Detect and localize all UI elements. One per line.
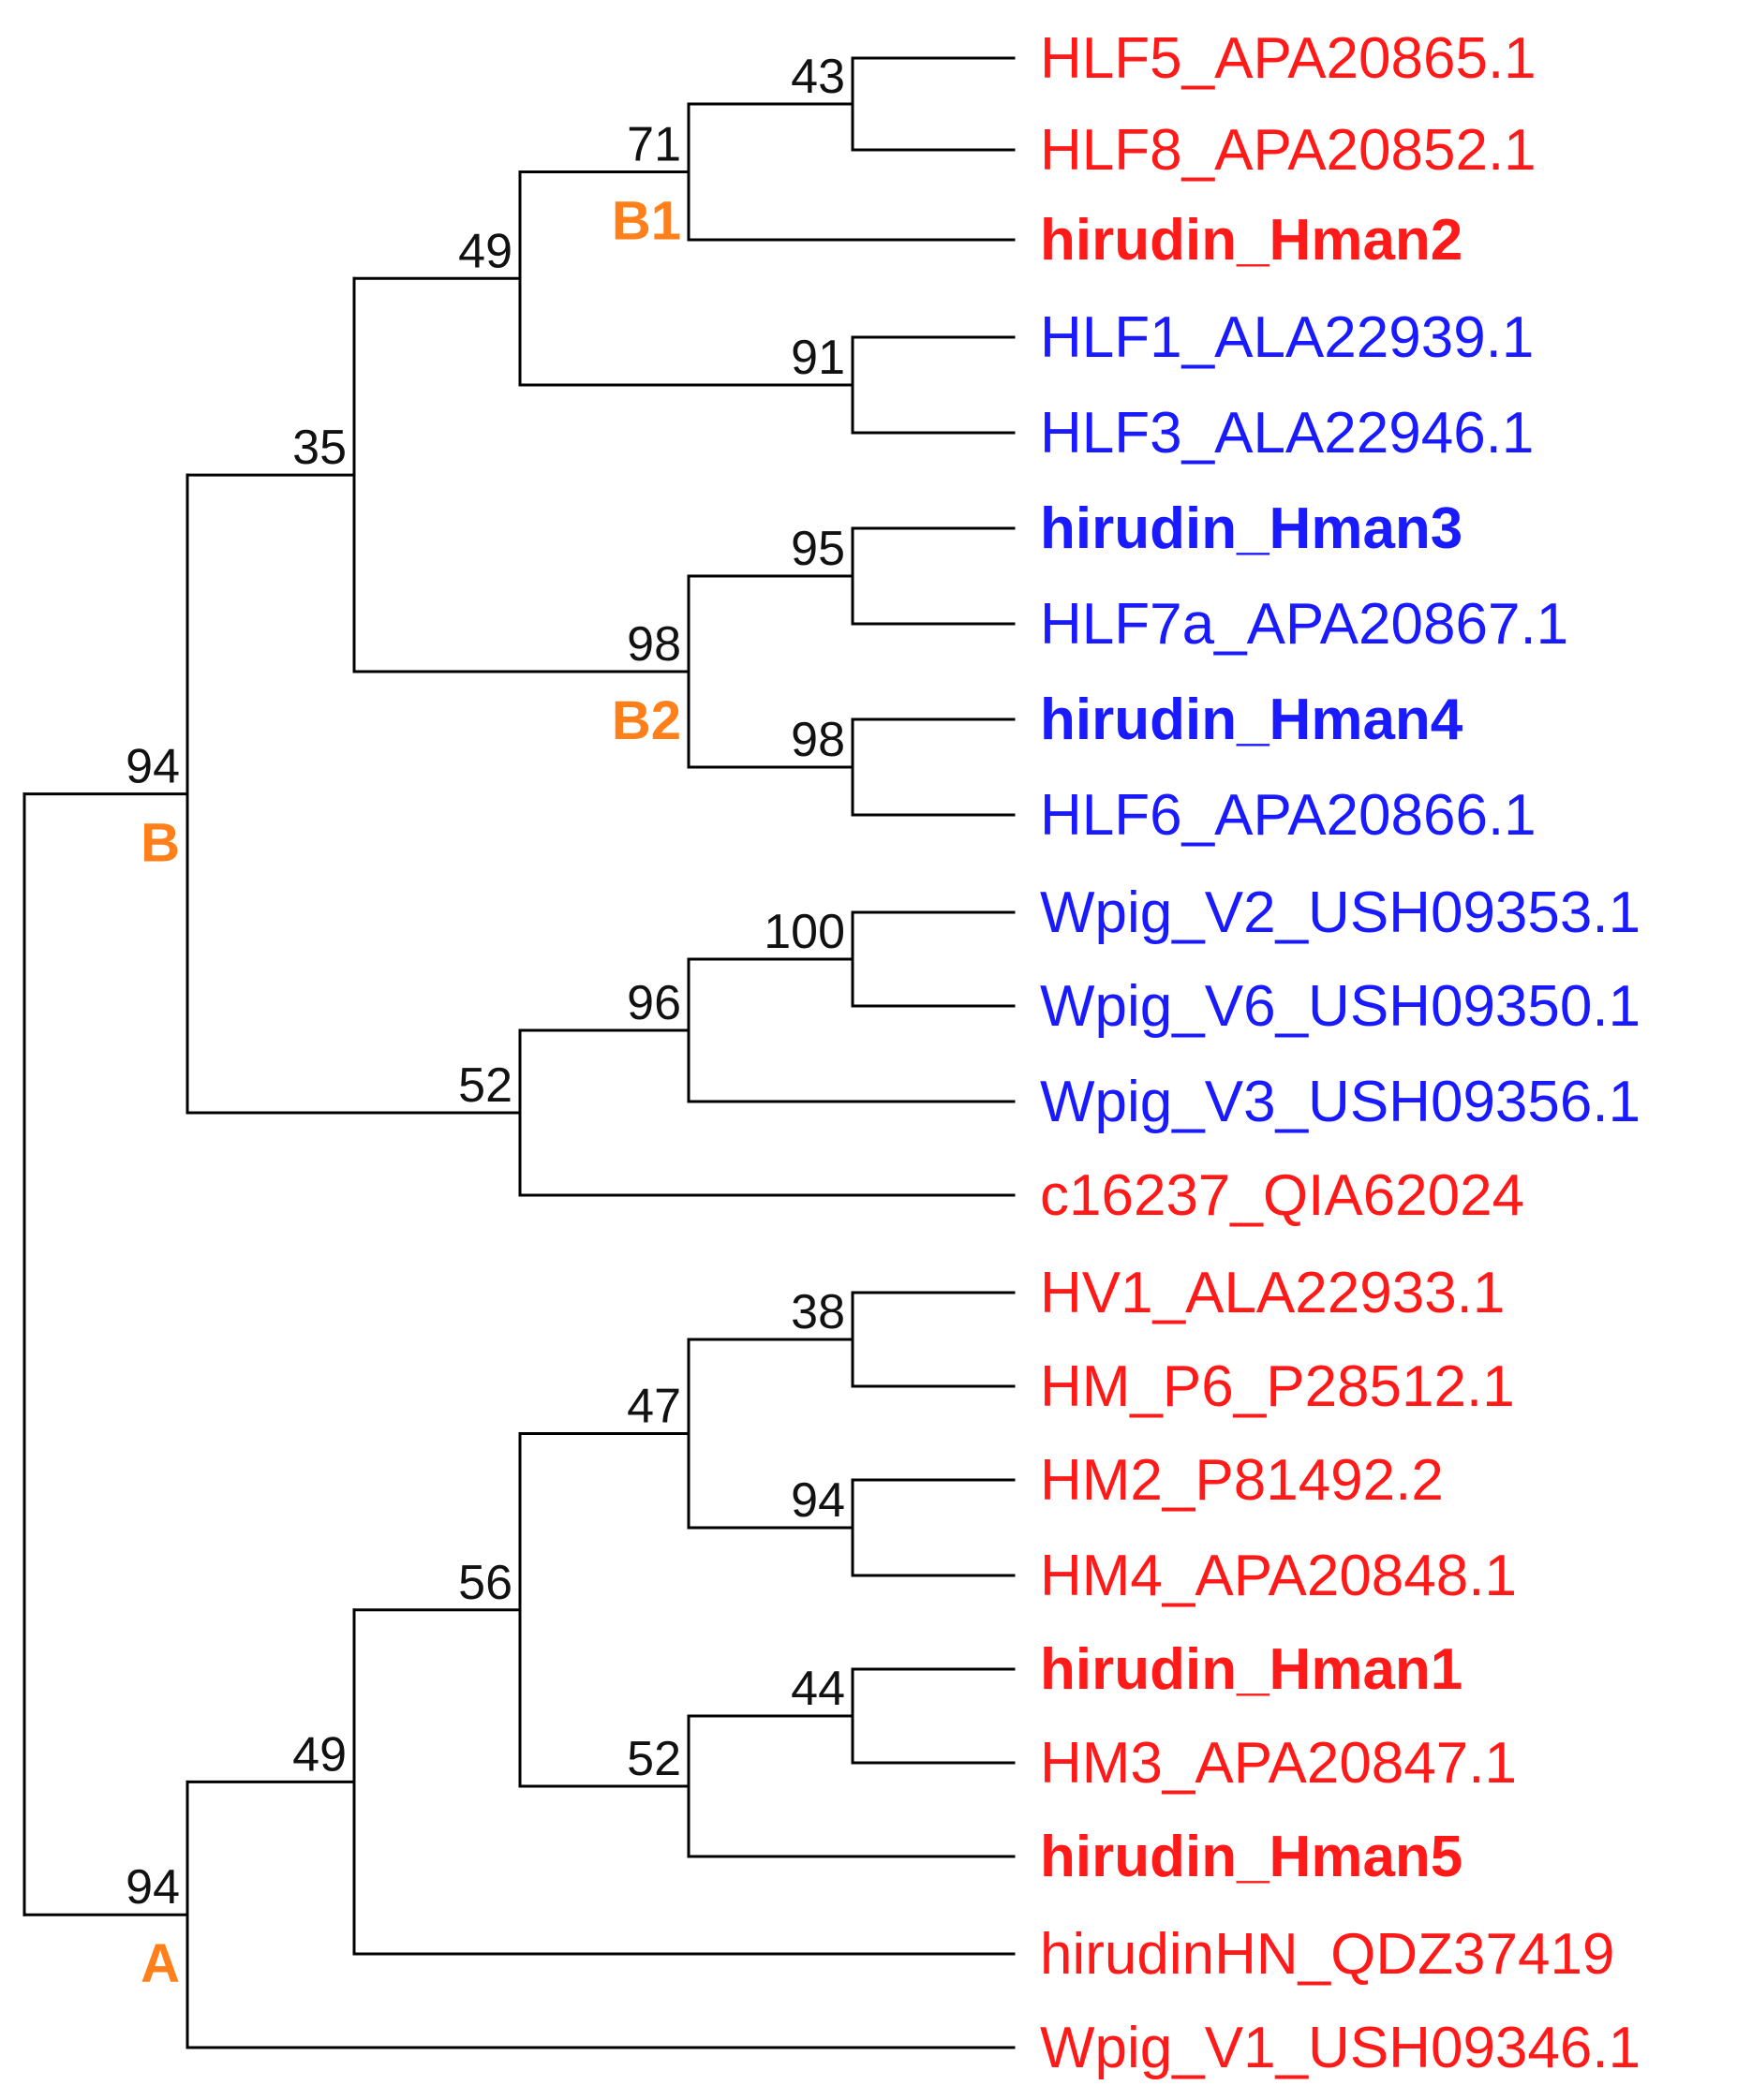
leaf-label: hirudinHN_QDZ37419: [1040, 1922, 1614, 1987]
leaf-label: HV1_ALA22933.1: [1040, 1261, 1505, 1325]
support-value: 71: [627, 118, 681, 172]
leaf-label: HLF7a_APA20867.1: [1040, 592, 1568, 657]
support-value: 98: [627, 617, 681, 672]
support-value: 56: [458, 1556, 512, 1610]
support-value: 43: [791, 50, 845, 104]
leaf-label: HM2_P81492.2: [1040, 1448, 1444, 1513]
leaf-label: Wpig_V2_USH09353.1: [1040, 880, 1641, 945]
leaf-label: Wpig_V1_USH09346.1: [1040, 2016, 1641, 2080]
leaf-label: hirudin_Hman5: [1040, 1825, 1462, 1889]
clade-label: A: [141, 1933, 180, 1994]
support-value: 98: [791, 713, 845, 767]
support-value: 35: [292, 421, 347, 475]
support-value: 94: [126, 740, 180, 794]
leaf-label: HLF8_APA20852.1: [1040, 118, 1537, 183]
clade-label: B2: [612, 690, 681, 751]
leaf-label: hirudin_Hman1: [1040, 1637, 1462, 1702]
support-value: 91: [791, 331, 845, 385]
leaf-label: hirudin_Hman3: [1040, 496, 1462, 561]
clade-label: B: [141, 813, 180, 874]
support-value: 100: [764, 905, 845, 959]
leaf-label: hirudin_Hman2: [1040, 208, 1462, 273]
support-value: 52: [627, 1732, 681, 1786]
support-value: 47: [627, 1380, 681, 1434]
support-value: 96: [627, 976, 681, 1030]
leaf-label: HM4_APA20848.1: [1040, 1544, 1517, 1608]
leaf-label: c16237_QIA62024: [1040, 1163, 1524, 1228]
bootstrap-support-values: 43 71 91 49 95 98 98 35 100 96 52 94 38 94 47 44 52 56 49 9…: [126, 50, 845, 1915]
support-value: 94: [126, 1860, 180, 1915]
leaf-label: HLF3_ALA22946.1: [1040, 401, 1534, 466]
leaf-label: hirudin_Hman4: [1040, 688, 1463, 752]
support-value: 44: [791, 1662, 845, 1716]
support-value: 95: [791, 522, 845, 576]
clade-label: B1: [612, 191, 681, 252]
leaf-label: Wpig_V3_USH09356.1: [1040, 1070, 1641, 1134]
leaf-label: HM_P6_P28512.1: [1040, 1354, 1515, 1419]
support-value: 94: [791, 1473, 845, 1528]
leaf-label: HLF1_ALA22939.1: [1040, 305, 1534, 370]
support-value: 38: [791, 1285, 845, 1339]
support-value: 49: [292, 1727, 347, 1782]
support-value: 49: [458, 224, 512, 278]
leaf-label: Wpig_V6_USH09350.1: [1040, 974, 1641, 1039]
leaf-label: HLF6_APA20866.1: [1040, 783, 1537, 848]
leaf-label: HM3_APA20847.1: [1040, 1731, 1517, 1796]
leaf-label: HLF5_APA20865.1: [1040, 26, 1537, 91]
tree-branches: [22, 56, 1016, 2049]
support-value: 52: [458, 1058, 512, 1113]
